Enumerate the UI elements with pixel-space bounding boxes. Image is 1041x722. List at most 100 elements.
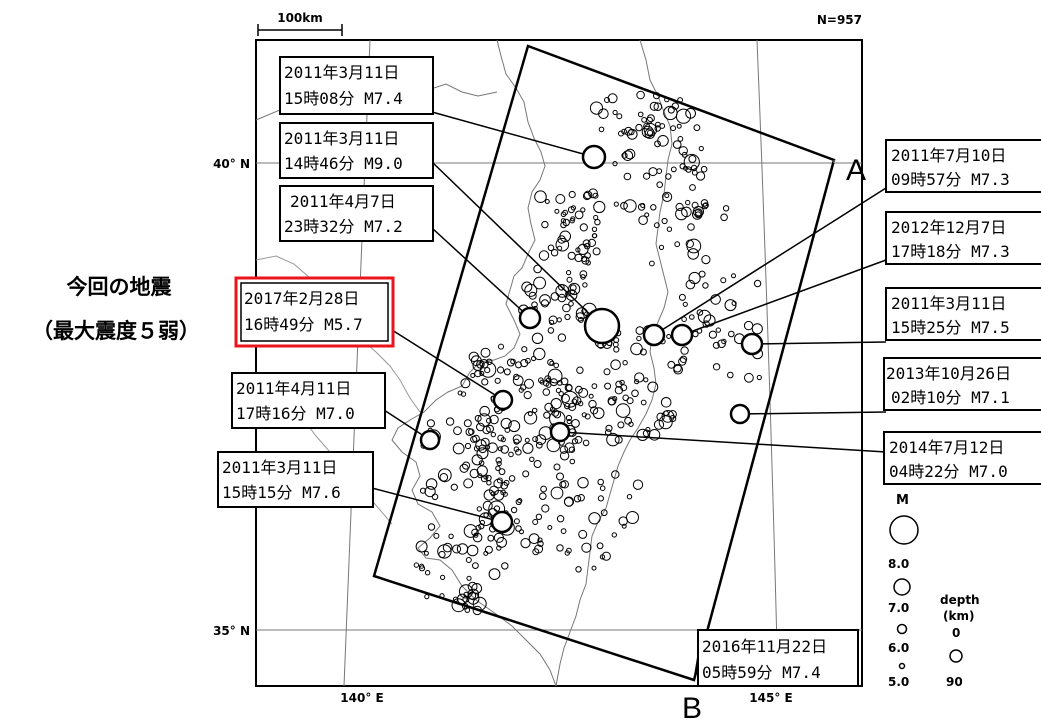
lon-145-line [756, 39, 779, 687]
small-epicenter [636, 90, 645, 100]
small-epicenter [665, 173, 672, 180]
small-epicenter [538, 377, 544, 384]
small-epicenter [523, 411, 538, 425]
small-epicenter [439, 473, 449, 482]
small-epicenter [604, 97, 610, 103]
small-epicenter [574, 435, 583, 444]
small-epicenter [675, 202, 684, 212]
small-epicenter [673, 363, 682, 373]
small-epicenter [520, 359, 529, 368]
small-epicenter [696, 309, 704, 316]
small-epicenter [636, 335, 642, 342]
legend-m8-label: 8.0 [888, 557, 909, 571]
small-epicenter [649, 101, 659, 111]
small-epicenter [680, 346, 689, 355]
event-circle-10 [729, 403, 751, 425]
small-epicenter [557, 235, 566, 244]
small-epicenter [521, 346, 528, 353]
small-epicenter [542, 388, 551, 396]
small-epicenter [671, 102, 679, 110]
small-epicenter [566, 276, 573, 283]
small-epicenter [624, 148, 636, 160]
small-epicenter [508, 451, 514, 458]
small-epicenter [639, 348, 647, 356]
coastline-east [555, 39, 673, 687]
small-epicenter [687, 248, 700, 260]
small-epicenter [677, 136, 684, 142]
leader-2 [431, 161, 603, 327]
small-epicenter [666, 226, 673, 232]
small-epicenter [427, 523, 436, 531]
small-epicenter [547, 244, 555, 252]
small-epicenter [693, 124, 701, 132]
small-epicenter [425, 478, 438, 490]
small-epicenter [468, 591, 477, 600]
leader-3 [431, 227, 531, 319]
small-epicenter [571, 419, 580, 428]
small-epicenter [613, 201, 619, 207]
small-epicenter [555, 284, 570, 298]
small-epicenter [520, 538, 531, 549]
small-epicenter [697, 309, 712, 324]
small-epicenter [666, 334, 672, 339]
small-epicenter [524, 283, 538, 297]
small-epicenter [728, 330, 735, 338]
small-epicenter [582, 439, 590, 447]
small-epicenter [460, 378, 471, 389]
small-epicenter [565, 414, 573, 422]
event-8-time-mag: 17時18分 M7.3 [891, 242, 1010, 261]
event-count: N=957 [817, 13, 862, 27]
leader-4 [391, 329, 504, 401]
small-epicenter [637, 203, 646, 211]
small-epicenter [564, 550, 570, 556]
small-epicenter [720, 213, 728, 222]
small-epicenter [611, 532, 617, 538]
small-epicenter [578, 529, 588, 539]
small-epicenter [550, 249, 559, 257]
small-epicenter [635, 123, 643, 132]
small-epicenter [538, 250, 550, 261]
small-epicenter [583, 190, 593, 200]
lat-35-label: 35° N [213, 624, 250, 638]
small-epicenter [553, 410, 562, 419]
small-epicenter [691, 201, 699, 209]
small-epicenter [607, 93, 618, 104]
small-epicenter [579, 270, 588, 279]
small-epicenter [452, 442, 465, 455]
small-epicenter [615, 403, 631, 418]
event-4-time-mag: 16時49分 M5.7 [244, 315, 363, 334]
small-epicenter [590, 406, 599, 415]
small-epicenter [528, 291, 537, 300]
event-5-date: 2011年4月11日 [236, 379, 351, 398]
leader-1 [431, 111, 595, 158]
event-7-time-mag: 09時57分 M7.3 [891, 170, 1010, 189]
small-epicenter [452, 544, 462, 554]
event-label-7: 2011年7月10日 09時57分 M7.3 [885, 139, 1041, 193]
small-epicenter [472, 562, 479, 569]
small-epicenter [431, 493, 439, 501]
small-epicenter [731, 273, 736, 279]
small-epicenter [515, 498, 522, 506]
small-epicenter [551, 409, 560, 417]
small-epicenter [547, 359, 554, 366]
small-epicenter [751, 323, 763, 335]
small-epicenter [591, 383, 598, 390]
small-epicenter [676, 123, 682, 129]
small-epicenter [756, 374, 762, 381]
small-epicenter [599, 485, 606, 492]
small-epicenter [567, 251, 576, 260]
small-epicenter [648, 167, 658, 177]
small-epicenter [621, 523, 627, 529]
legend-depth-90-label: 90 [946, 675, 963, 689]
small-epicenter [641, 117, 647, 123]
small-epicenter [667, 360, 676, 369]
small-epicenter [630, 342, 643, 356]
small-epicenter [480, 347, 491, 358]
lon-140-label: 140° E [340, 691, 383, 705]
event-9-date: 2011年3月11日 [891, 294, 1006, 313]
small-epicenter [612, 109, 618, 116]
event-circle-11 [549, 421, 571, 443]
event-3-date: 2011年4月7日 [290, 192, 396, 211]
event-label-8: 2012年12月7日 17時18分 M7.3 [885, 211, 1041, 265]
small-epicenter [500, 437, 506, 443]
